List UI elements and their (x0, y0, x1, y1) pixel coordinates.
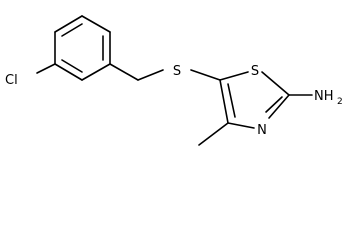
bonds (36, 15, 313, 146)
bond-ring-top-left (54, 15, 83, 33)
atom-s-ring: S (251, 64, 259, 79)
bond-ring-bottom-left (54, 63, 83, 81)
bond-c4-methyl (198, 122, 229, 146)
bond-s-c5 (190, 69, 221, 81)
bond-ch2-s (137, 69, 164, 81)
bond-c2-n3-inner (265, 96, 283, 113)
bond-s1-c2 (261, 71, 290, 96)
bond-c-cl (36, 63, 56, 74)
atom-s-thioether: S (173, 64, 181, 79)
structure-diagram: Cl S S N NH 2 (5, 15, 343, 146)
bond-ring-inner-3 (61, 59, 83, 73)
bond-c4-c5-inner (227, 83, 236, 118)
atom-amine-subscript: 2 (337, 97, 343, 107)
bond-ring-inner-1 (61, 23, 83, 37)
bond-c4-c5 (219, 79, 229, 124)
bond-c5-s1 (219, 71, 249, 81)
bond-ring-top-right (81, 15, 111, 33)
bond-ring-ch2 (109, 63, 139, 81)
bond-c2-n3 (268, 94, 290, 119)
atom-labels: Cl S S N NH 2 (5, 64, 343, 138)
atom-n-ring: N (257, 123, 267, 138)
atom-amine: NH (314, 89, 334, 104)
bond-n3-c4 (227, 122, 255, 129)
bond-ring-bottom-right (81, 63, 111, 81)
atom-cl: Cl (5, 73, 18, 88)
